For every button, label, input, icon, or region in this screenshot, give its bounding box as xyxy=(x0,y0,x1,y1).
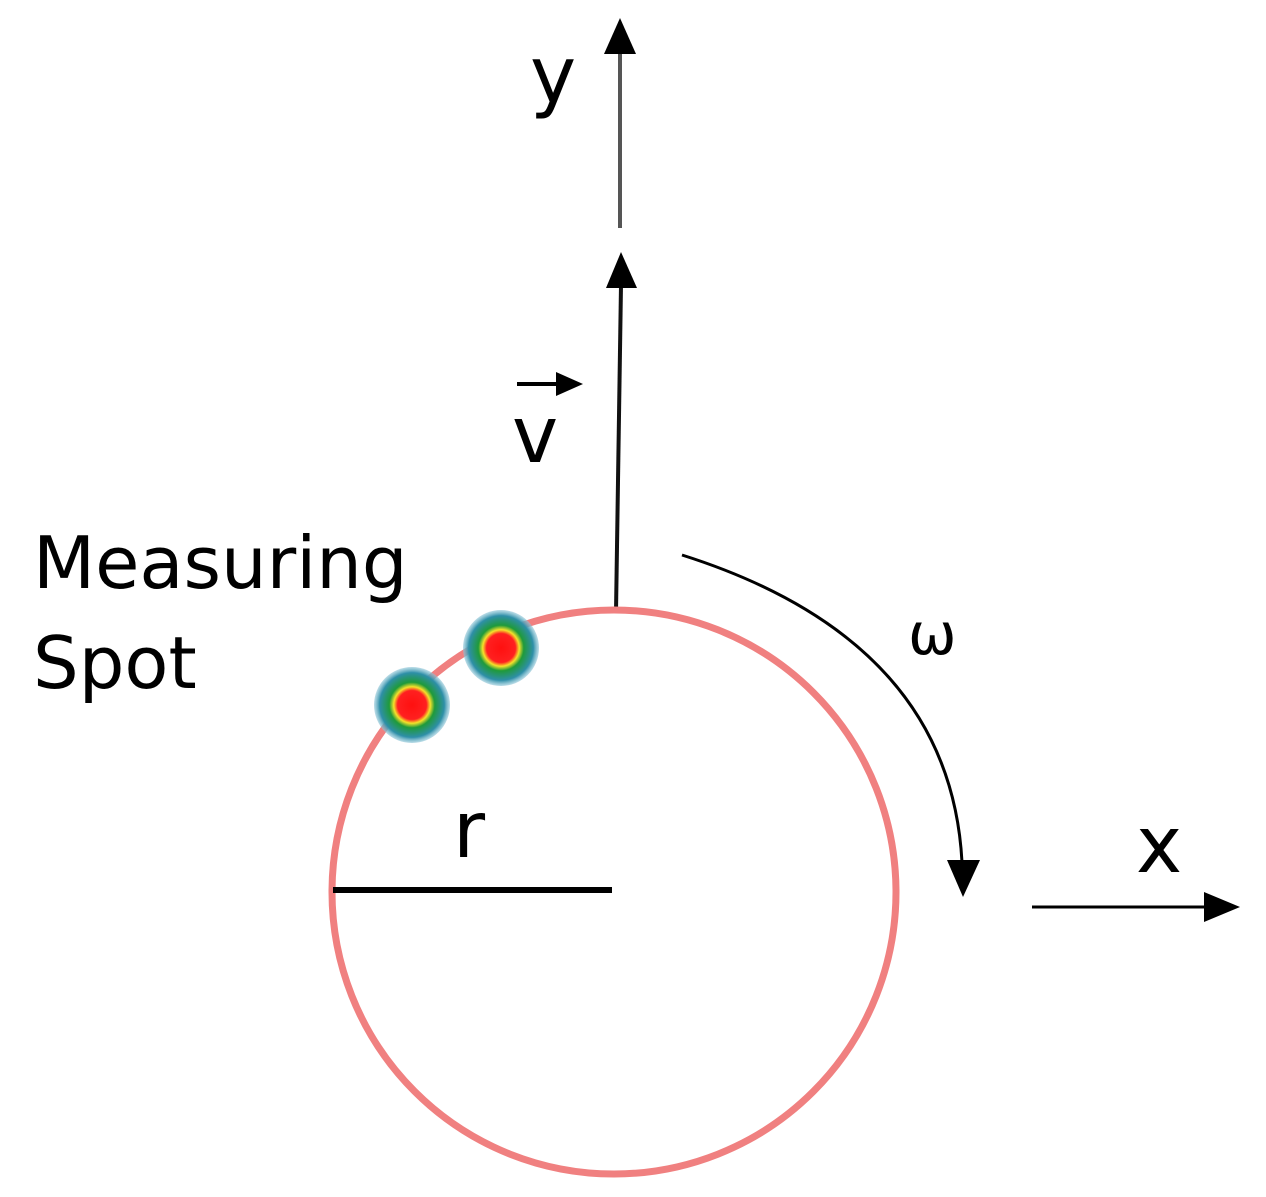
y-axis-arrowhead xyxy=(604,18,636,54)
angular-velocity-arrowhead xyxy=(947,860,980,897)
velocity-line xyxy=(614,284,623,613)
velocity-vector: v xyxy=(512,252,637,613)
angular-velocity-label: ω xyxy=(908,600,957,668)
measuring-spots xyxy=(374,610,539,743)
disc-circle xyxy=(328,606,900,1178)
angular-velocity: ω xyxy=(681,553,980,897)
x-axis: x xyxy=(1032,801,1240,922)
x-axis-arrowhead xyxy=(1204,892,1240,922)
velocity-label: v xyxy=(512,391,558,481)
measuring-spot-2 xyxy=(463,610,539,686)
y-axis-label: y xyxy=(530,31,576,121)
measuring-spot-1 xyxy=(374,667,450,743)
measuring-spot-label-line1: Measuring xyxy=(33,521,408,605)
x-axis-label: x xyxy=(1136,801,1182,891)
angular-velocity-arc xyxy=(681,553,964,863)
radius-label: r xyxy=(453,786,486,876)
y-axis: y xyxy=(530,18,636,228)
velocity-vector-arrowhead-icon xyxy=(556,372,583,396)
measuring-spot-label-line2: Spot xyxy=(33,621,197,705)
measuring-spot-label: Measuring Spot xyxy=(33,521,408,705)
velocity-arrowhead xyxy=(606,252,637,288)
radius: r xyxy=(333,786,612,893)
